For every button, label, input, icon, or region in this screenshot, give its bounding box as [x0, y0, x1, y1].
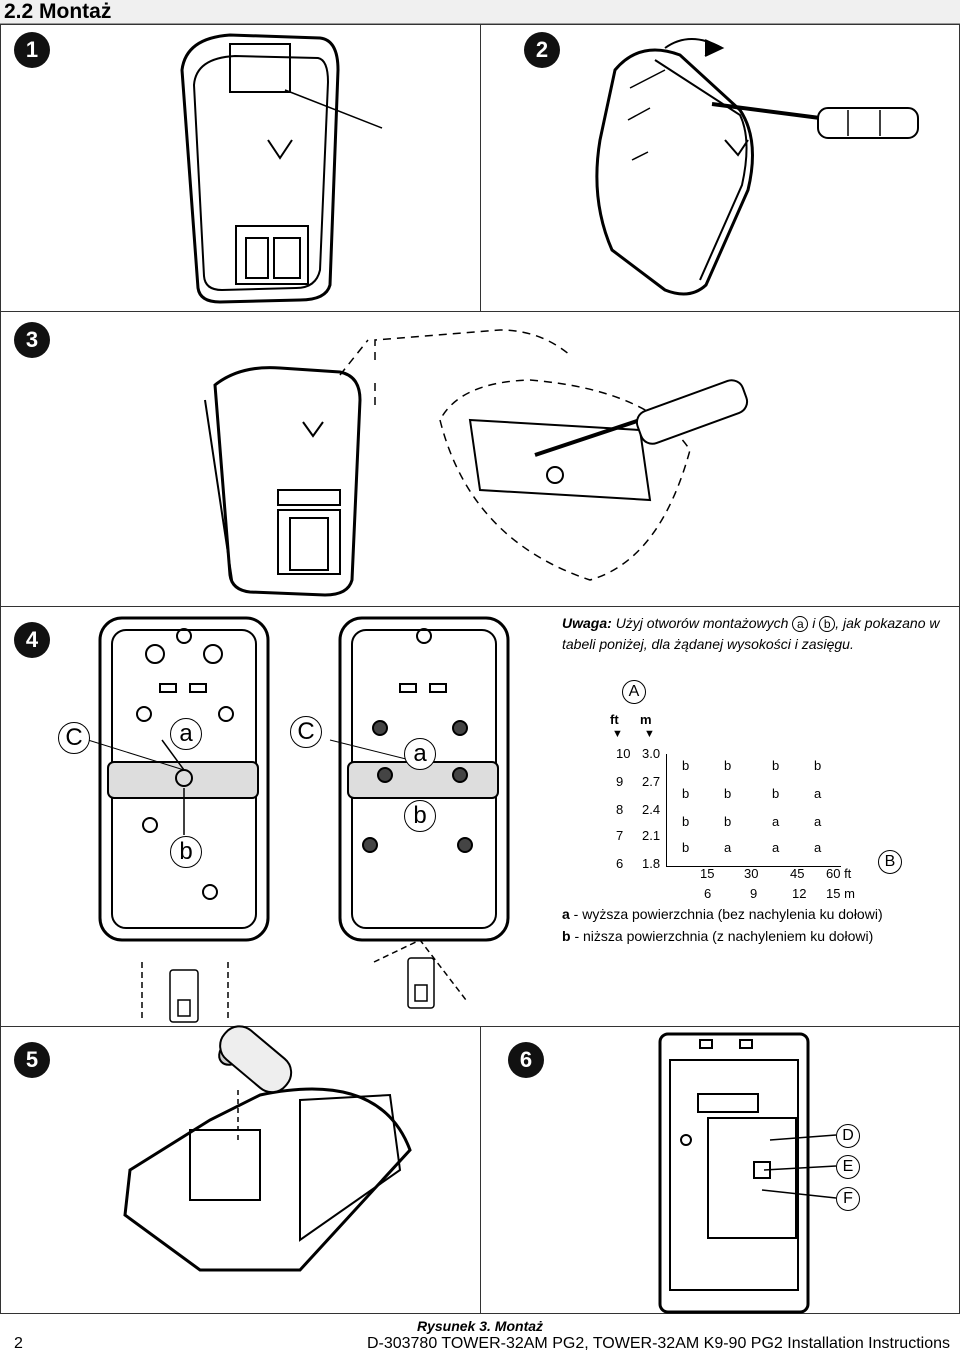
callout-f: F [836, 1187, 860, 1211]
step-number-5: 5 [14, 1042, 50, 1078]
callout-a-height: A [622, 680, 646, 704]
cell: b [682, 840, 690, 855]
range-m: 6 [704, 886, 712, 901]
mounting-note: Uwaga: Użyj otworów montażowych a i b, j… [562, 613, 942, 655]
row-m: 2.1 [642, 828, 661, 843]
cell: b [772, 758, 780, 773]
figure-caption: Rysunek 3. Montaż [416, 1318, 544, 1334]
step-number-2: 2 [524, 32, 560, 68]
range-ft: 30 [744, 866, 759, 881]
row-m: 1.8 [642, 856, 661, 871]
legend-b: b - niższa powierzchnia (z nachyleniem k… [562, 928, 873, 944]
legend-b-key: b [562, 928, 571, 944]
range-ft: 15 [700, 866, 715, 881]
cell: b [724, 786, 732, 801]
back-plate-illustration-left [87, 616, 270, 942]
range-m: 12 [792, 886, 807, 901]
step-number-3: 3 [14, 322, 50, 358]
range-ft: 45 [790, 866, 805, 881]
detector-front-illustration [180, 33, 383, 304]
row-m: 3.0 [642, 746, 661, 761]
cell: a [772, 840, 780, 855]
table-grid [666, 754, 841, 867]
cell: b [682, 814, 690, 829]
row-ft: 7 [616, 828, 624, 843]
note-circle-b: b [819, 616, 836, 632]
callout-b-range: B [878, 850, 902, 874]
back-plate-illustration-right [329, 616, 510, 942]
rear-screw-illustration [204, 329, 749, 597]
cell: b [814, 758, 822, 773]
cell: b [724, 758, 732, 773]
step-number-6: 6 [508, 1042, 544, 1078]
cell: b [772, 786, 780, 801]
legend-a-text: - wyższa powierzchnia (bez nachylenia ku… [569, 906, 883, 922]
range-m: 15 m [826, 886, 855, 901]
page-number: 2 [14, 1335, 23, 1352]
row-ft: 9 [616, 774, 624, 789]
row-m: 2.7 [642, 774, 661, 789]
row-ft: 8 [616, 802, 624, 817]
open-unit-interior-illustration [658, 1032, 837, 1314]
callout-b-left: b [170, 836, 202, 868]
cell: b [682, 786, 690, 801]
callout-c-right: C [290, 716, 322, 748]
cell: a [814, 786, 822, 801]
arrow-down-icon: ▼ [612, 728, 623, 740]
legend-a: a - wyższa powierzchnia (bez nachylenia … [562, 906, 883, 922]
unit-ft: ft [610, 712, 619, 727]
cell: b [724, 814, 732, 829]
battery-insertion-illustration [123, 1025, 412, 1272]
note-text-2: , jak pokazano w tabeli poniżej, dla żąd… [562, 615, 940, 652]
section-title: 2.2 Montaż [0, 0, 960, 24]
unit-m: m [640, 712, 652, 727]
callout-b-right: b [404, 800, 436, 832]
step-number-4: 4 [14, 622, 50, 658]
row-ft: 10 [616, 746, 631, 761]
note-prefix: Uwaga: [562, 615, 612, 631]
opening-with-screwdriver-illustration [595, 38, 919, 296]
cell: a [772, 814, 780, 829]
row-ft: 6 [616, 856, 624, 871]
row-m: 2.4 [642, 802, 661, 817]
legend-a-key: a [562, 906, 570, 922]
note-conj: i [812, 615, 816, 631]
cell: a [814, 840, 822, 855]
note-text-1: Użyj otworów montażowych [615, 615, 789, 631]
cell: a [724, 840, 732, 855]
height-range-table: ft m ▼ ▼ 10 3.0 9 2.7 8 2.4 7 2.1 6 1.8 … [600, 712, 900, 902]
cell: a [814, 814, 822, 829]
cell: b [682, 758, 690, 773]
range-ft: 60 ft [826, 866, 852, 881]
legend-b-text: - niższa powierzchnia (z nachyleniem ku … [570, 928, 874, 944]
callout-a-right: a [404, 738, 436, 770]
callout-c-left: C [58, 722, 90, 754]
arrow-down-icon: ▼ [644, 728, 655, 740]
step-number-1: 1 [14, 32, 50, 68]
callout-d: D [836, 1124, 860, 1148]
note-circle-a: a [792, 616, 809, 632]
range-m: 9 [750, 886, 758, 901]
document-title: D-303780 TOWER-32AM PG2, TOWER-32AM K9-9… [366, 1335, 950, 1352]
callout-a-left: a [170, 718, 202, 750]
mounting-position-views [141, 939, 467, 1023]
callout-e: E [836, 1155, 860, 1179]
